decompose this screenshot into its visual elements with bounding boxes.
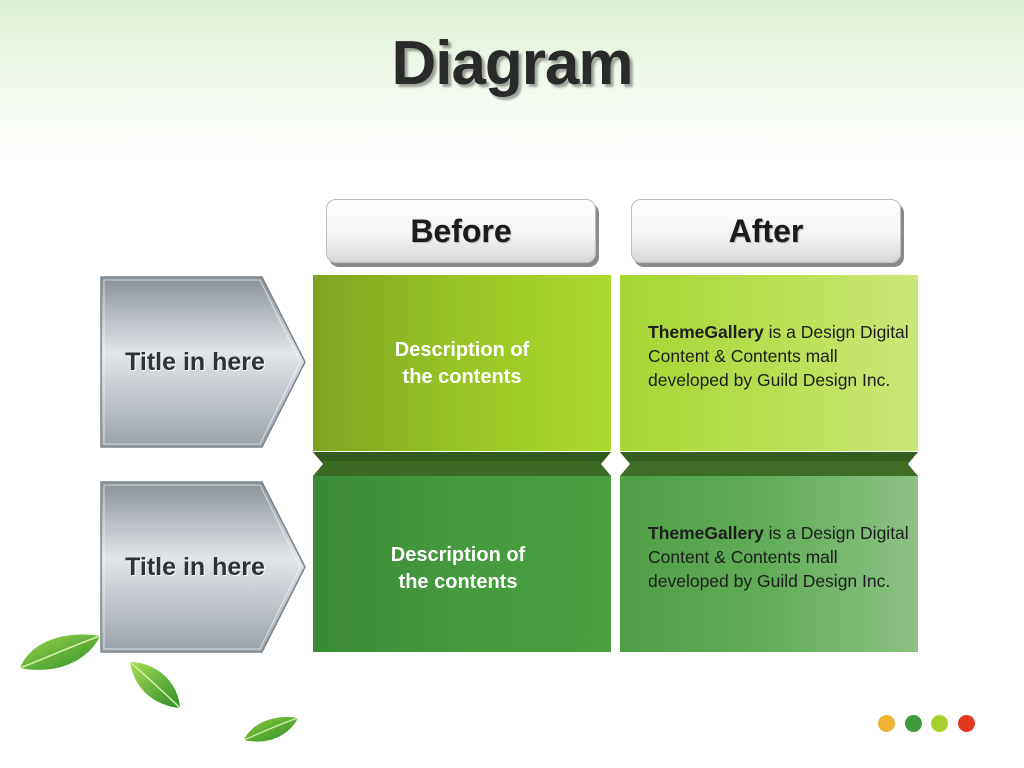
dot-lime-icon — [931, 715, 948, 732]
row1-before-cell: Description of the contents — [313, 275, 611, 451]
row2-before-cell: Description of the contents — [313, 476, 611, 652]
row2-after-text: is a Design Digital Content & Contents m… — [648, 523, 909, 591]
dot-orange-icon — [878, 715, 895, 732]
slide-title: Diagram — [391, 29, 633, 98]
row2-brand-name: ThemeGallery — [648, 523, 764, 543]
row1-before-description: Description of the contents — [394, 339, 530, 388]
row2-after-cell: ThemeGallery is a Design Digital Content… — [620, 476, 918, 652]
row-title-arrow-1: Title in here — [100, 276, 308, 448]
before-column-header: Before — [326, 199, 596, 263]
fold-band-before — [313, 452, 611, 476]
row1-after-paragraph: ThemeGallery is a Design Digital Content… — [648, 320, 910, 392]
after-column-header: After — [631, 199, 901, 263]
row2-before-description: Description of the contents — [390, 544, 526, 593]
row-title-arrow-2: Title in here — [100, 481, 308, 653]
leaf-icon — [129, 661, 181, 709]
dot-green-icon — [905, 715, 922, 732]
row2-after-paragraph: ThemeGallery is a Design Digital Content… — [648, 521, 910, 593]
arrow-shape-icon — [100, 276, 306, 448]
leaf-icon — [243, 716, 299, 742]
row-title-label-1: Title in here — [125, 347, 265, 376]
fold-band-after — [620, 452, 918, 476]
decorative-dots — [876, 715, 976, 733]
dot-red-icon — [958, 715, 975, 732]
arrow-shape-icon — [100, 481, 306, 653]
row1-brand-name: ThemeGallery — [648, 322, 764, 342]
leaf-icon — [19, 634, 101, 670]
row1-after-cell: ThemeGallery is a Design Digital Content… — [620, 275, 918, 451]
row1-after-text: is a Design Digital Content & Contents m… — [648, 322, 909, 390]
row-title-label-2: Title in here — [125, 552, 265, 581]
